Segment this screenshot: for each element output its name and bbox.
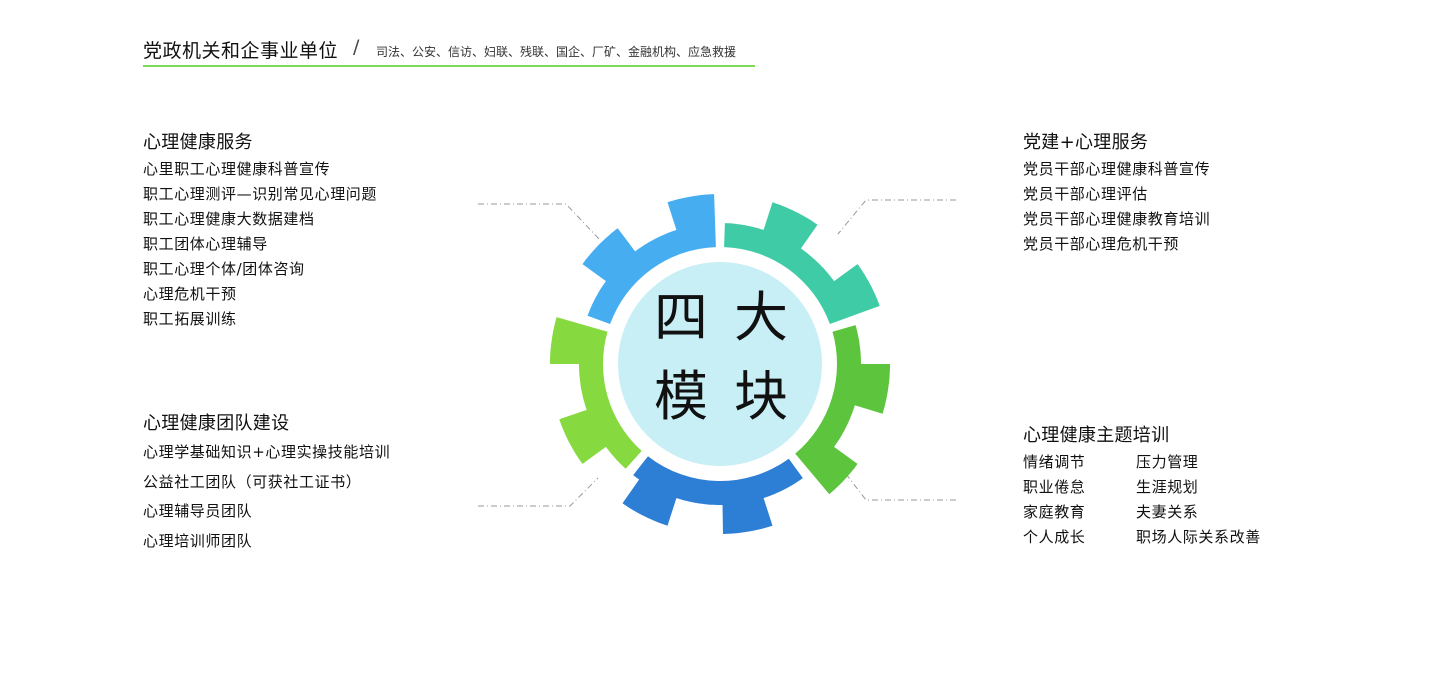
module-item: 个人成长 bbox=[1023, 528, 1086, 546]
module-item: 情绪调节 bbox=[1023, 453, 1086, 471]
module-item: 党员干部心理健康教育培训 bbox=[1023, 210, 1211, 228]
module-item: 党员干部心理危机干预 bbox=[1023, 235, 1180, 253]
module-item: 心里职工心理健康科普宣传 bbox=[143, 160, 331, 178]
header: 党政机关和企事业单位 / 司法、公安、信访、妇联、残联、国企、厂矿、金融机构、应… bbox=[143, 36, 755, 68]
module-item: 职工团体心理辅导 bbox=[143, 235, 268, 253]
connector-lines bbox=[478, 199, 956, 507]
gear-segment-top-left bbox=[582, 194, 716, 324]
module-item: 职工心理健康大数据建档 bbox=[143, 210, 315, 228]
connector-bottom-right bbox=[845, 473, 956, 501]
gear-segment-left bbox=[550, 317, 642, 469]
module-item: 党员干部心理健康科普宣传 bbox=[1023, 160, 1211, 178]
gear-wheel bbox=[550, 194, 890, 534]
module-title: 党建+心理服务 bbox=[1023, 132, 1149, 153]
module-title: 心理健康团队建设 bbox=[143, 413, 290, 434]
center-char-4: 块 bbox=[734, 365, 788, 428]
module-mental-health-services: 心理健康服务 心里职工心理健康科普宣传 职工心理测评—识别常见心理问题 职工心理… bbox=[143, 130, 377, 332]
connector-top-right bbox=[837, 199, 956, 235]
module-party-building-services: 党建+心理服务 党员干部心理健康科普宣传 党员干部心理评估 党员干部心理健康教育… bbox=[1023, 130, 1210, 257]
header-subtitle: 司法、公安、信访、妇联、残联、国企、厂矿、金融机构、应急救援 bbox=[376, 45, 737, 59]
module-item: 心理学基础知识+心理实操技能培训 bbox=[143, 443, 391, 461]
training-topics-grid: 情绪调节 压力管理 职业倦怠 生涯规划 家庭教育 夫妻关系 个人成长 职场人际关… bbox=[1023, 450, 1261, 550]
module-title: 心理健康服务 bbox=[143, 132, 253, 153]
module-item: 公益社工团队（可获社工证书） bbox=[143, 472, 362, 491]
module-item: 心理危机干预 bbox=[143, 285, 237, 303]
center-char-2: 大 bbox=[734, 286, 788, 349]
module-item: 党员干部心理评估 bbox=[1023, 185, 1148, 203]
module-team-building: 心理健康团队建设 心理学基础知识+心理实操技能培训 公益社工团队（可获社工证书）… bbox=[143, 411, 390, 556]
center-char-3: 模 bbox=[654, 365, 708, 428]
module-item: 压力管理 bbox=[1136, 453, 1199, 471]
connector-top-left bbox=[478, 203, 601, 241]
module-item: 职场人际关系改善 bbox=[1136, 528, 1261, 546]
connector-bottom-left bbox=[478, 477, 599, 507]
gear-center-circle bbox=[618, 262, 822, 466]
header-slash: / bbox=[353, 36, 360, 58]
module-item: 生涯规划 bbox=[1136, 478, 1199, 496]
gear-segment-top-right bbox=[724, 202, 880, 324]
module-item: 职工心理测评—识别常见心理问题 bbox=[143, 185, 378, 203]
module-title: 心理健康主题培训 bbox=[1023, 425, 1170, 446]
center-char-1: 四 bbox=[654, 286, 708, 349]
module-item: 心理培训师团队 bbox=[143, 531, 253, 550]
module-themed-training: 心理健康主题培训 情绪调节 压力管理 职业倦怠 生涯规划 家庭教育 夫妻关系 个… bbox=[1023, 423, 1261, 550]
module-item: 心理辅导员团队 bbox=[143, 502, 253, 520]
module-item: 职工心理个体/团体咨询 bbox=[143, 260, 305, 278]
module-item: 夫妻关系 bbox=[1136, 503, 1199, 521]
header-underline bbox=[143, 65, 755, 67]
module-item: 家庭教育 bbox=[1023, 503, 1086, 521]
header-title: 党政机关和企事业单位 bbox=[143, 40, 339, 62]
module-item: 职业倦怠 bbox=[1023, 478, 1086, 496]
gear-segment-bottom bbox=[622, 456, 803, 534]
module-item: 职工拓展训练 bbox=[143, 310, 237, 328]
gear-segment-right bbox=[795, 325, 890, 495]
